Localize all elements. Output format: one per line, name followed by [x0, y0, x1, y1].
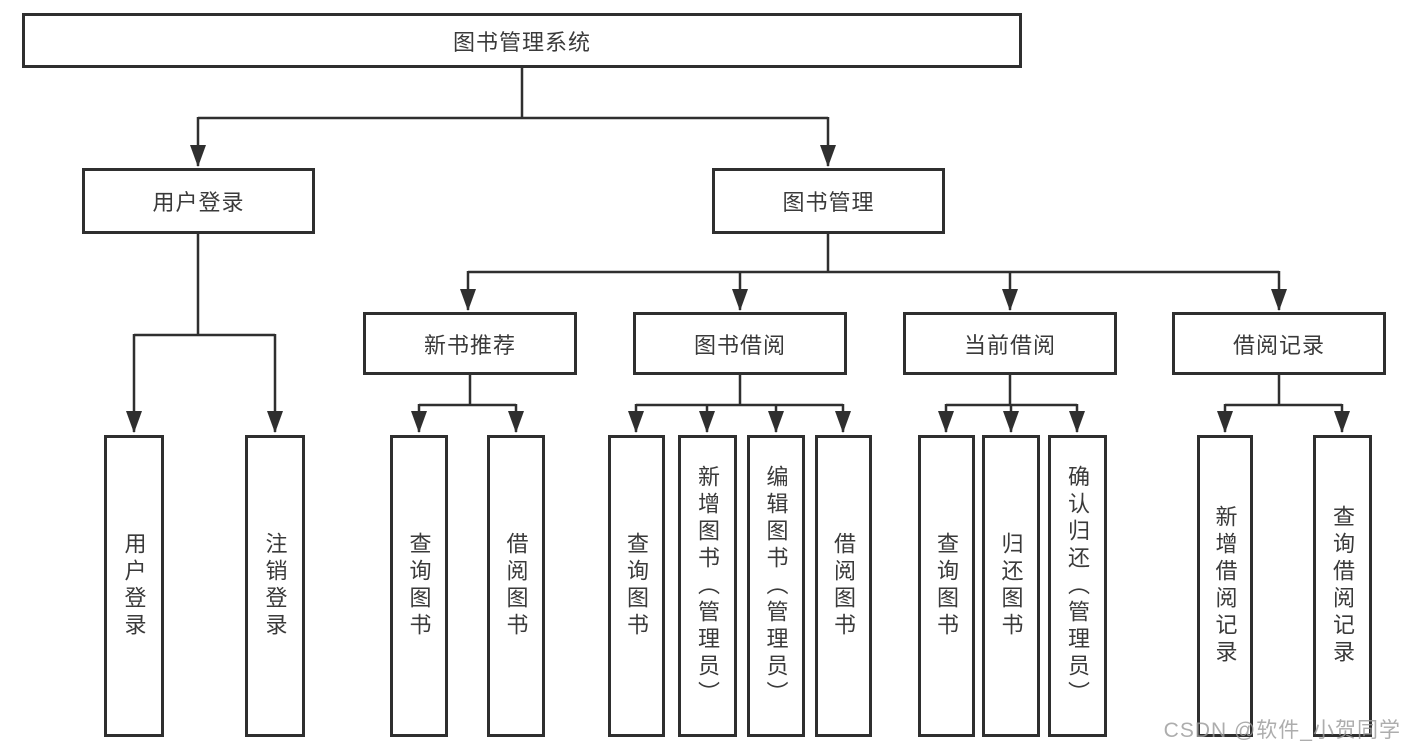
leaf-label: 编辑图书（管理员）	[763, 464, 789, 708]
leaf-label: 查询借阅记录	[1330, 505, 1356, 667]
leaf-query-books-current: 查询图书	[918, 435, 975, 737]
leaf-label: 查询图书	[934, 532, 960, 640]
leaf-query-borrow-record: 查询借阅记录	[1313, 435, 1372, 737]
node-book-borrowing: 图书借阅	[633, 312, 847, 375]
node-user-login: 用户登录	[82, 168, 315, 234]
leaf-add-borrow-record: 新增借阅记录	[1197, 435, 1253, 737]
node-label: 用户登录	[152, 190, 245, 215]
node-book-management: 图书管理	[712, 168, 945, 234]
leaf-label: 归还图书	[998, 532, 1024, 640]
leaf-label: 新增借阅记录	[1212, 505, 1238, 667]
node-library-management-system: 图书管理系统	[22, 13, 1022, 68]
node-label: 图书借阅	[693, 332, 786, 358]
leaf-label: 查询图书	[406, 532, 432, 640]
leaf-label: 查询图书	[624, 532, 650, 640]
node-label: 新书推荐	[423, 332, 516, 358]
leaf-edit-books-admin: 编辑图书（管理员）	[747, 435, 805, 737]
leaf-label: 新增图书（管理员）	[695, 464, 721, 708]
node-new-book-recommendation: 新书推荐	[363, 312, 577, 375]
node-label: 当前借阅	[963, 332, 1056, 358]
leaf-label: 注销登录	[262, 532, 288, 640]
leaf-confirm-return-admin: 确认归还（管理员）	[1048, 435, 1107, 737]
node-current-borrowing: 当前借阅	[903, 312, 1117, 375]
node-label: 图书管理	[782, 190, 875, 215]
node-borrowing-records: 借阅记录	[1172, 312, 1386, 375]
leaf-borrow-books: 借阅图书	[815, 435, 872, 737]
leaf-add-books-admin: 新增图书（管理员）	[678, 435, 737, 737]
leaf-borrow-books-recommend: 借阅图书	[487, 435, 545, 737]
leaf-label: 借阅图书	[503, 532, 529, 640]
leaf-label: 用户登录	[121, 532, 147, 640]
leaf-label: 借阅图书	[831, 532, 857, 640]
leaf-return-books: 归还图书	[982, 435, 1040, 737]
leaf-query-books-recommend: 查询图书	[390, 435, 448, 737]
leaf-label: 确认归还（管理员）	[1065, 464, 1091, 708]
node-label: 图书管理系统	[452, 29, 591, 55]
leaf-logout: 注销登录	[245, 435, 305, 737]
node-label: 借阅记录	[1232, 332, 1325, 358]
leaf-user-login: 用户登录	[104, 435, 164, 737]
leaf-query-books-borrow: 查询图书	[608, 435, 665, 737]
